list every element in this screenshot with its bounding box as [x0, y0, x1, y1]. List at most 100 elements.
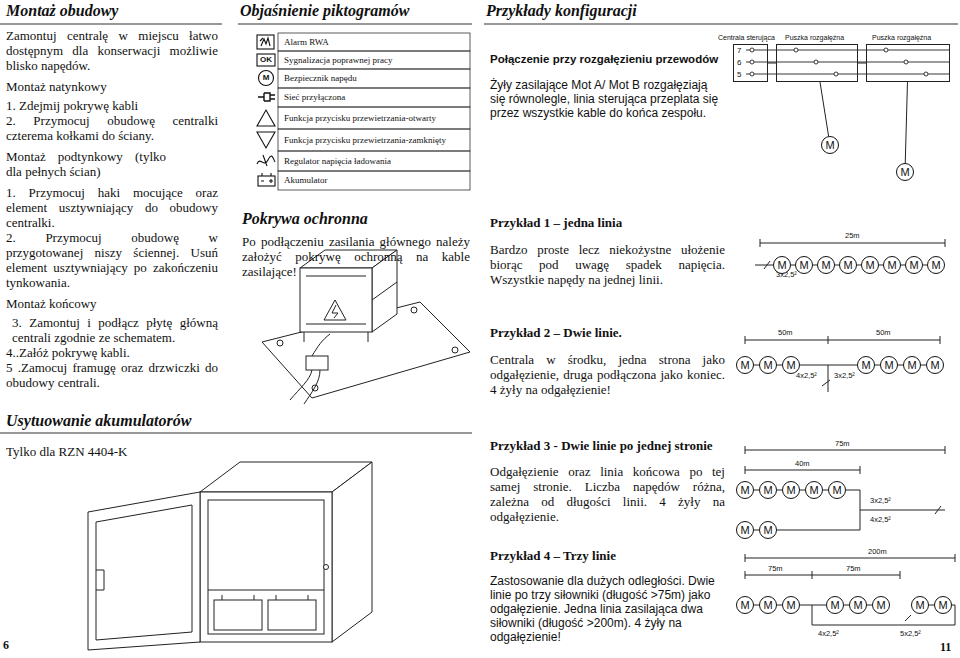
motor-label: M	[786, 485, 795, 496]
pictogram-table-part	[278, 69, 470, 88]
motor-label: M	[887, 260, 896, 271]
terminal-number: 5	[737, 70, 741, 79]
motor-circle: M	[883, 256, 901, 274]
battery-cabinet-illustration-part	[200, 492, 332, 642]
text-label: Bezpiecznik napędu	[284, 73, 357, 84]
battery-cabinet-illustration-part	[324, 565, 329, 570]
dimension-label: 4x2,5²	[796, 371, 817, 380]
motor-label: M	[809, 485, 818, 496]
junction-box: Puszka rozgałęźna	[776, 44, 858, 82]
text-label: Żyły zasilające Mot A/ Mot B rozgałęziaj…	[490, 78, 725, 120]
terminal-wires-part	[750, 60, 754, 64]
pictogram-icons-part	[257, 132, 275, 148]
text-label: Odgałęzienie oraz linia końcowa po tej s…	[490, 464, 725, 524]
transformer-illustration-part	[411, 307, 417, 313]
pictogram-icons-part	[257, 35, 274, 49]
dimension-label: 200m	[868, 547, 887, 556]
motor-label: M	[740, 485, 749, 496]
motor-circle: M	[872, 596, 890, 614]
motor-label: M	[830, 600, 839, 611]
pictogram-table-part	[278, 88, 470, 107]
motor-circle: M	[759, 596, 777, 614]
dimension-label: 75m	[835, 439, 850, 448]
pictogram-icons-part	[257, 155, 275, 166]
motor-circle: M	[782, 356, 800, 374]
pictogram-icons-part	[260, 38, 270, 46]
heading-rule-part	[238, 24, 472, 25]
transformer-illustration-part	[277, 340, 283, 346]
pictogram-table	[278, 33, 470, 190]
section-heading: Przykłady konfiguracji	[486, 2, 637, 20]
battery-cabinet-illustration	[88, 462, 372, 650]
pictogram-table-part	[278, 33, 470, 51]
motor-circle: M	[927, 256, 945, 274]
pictogram-table-part	[278, 151, 470, 171]
pictogram-table-part	[278, 129, 470, 151]
motor-circle: M	[857, 356, 875, 374]
motor-circle: M	[896, 163, 914, 181]
section-heading: Usytuowanie akumulatorów	[6, 412, 191, 430]
dimension-label: 3x2,5²	[834, 371, 855, 380]
text-label: Sygnalizacja poprawnej pracy	[284, 55, 392, 66]
motor-circle: M	[826, 596, 844, 614]
dimension-label: 40m	[795, 459, 810, 468]
motor-circle: M	[736, 521, 754, 539]
dimension-label: 75m	[768, 564, 783, 573]
transformer-illustration-part	[304, 276, 397, 342]
terminal-wires-part	[924, 72, 928, 76]
motor-circle: M	[828, 481, 846, 499]
wire-connector	[820, 82, 829, 136]
text-label: Montaż natynkowy	[6, 79, 218, 94]
example-wiring-part	[745, 336, 940, 344]
motor-label: M	[861, 360, 870, 371]
pictogram-icons-part	[258, 93, 275, 101]
example-wiring-part	[777, 490, 945, 530]
junction-box: Puszka rozgałęźna	[866, 44, 950, 82]
section-heading: Montaż obudowy	[6, 2, 218, 20]
motor-circle: M	[817, 256, 835, 274]
motor-circle: M	[805, 481, 823, 499]
motor-circle: M	[821, 136, 839, 154]
text-label: M	[259, 73, 273, 83]
motor-circle: M	[782, 596, 800, 614]
transformer-illustration-part	[306, 356, 328, 370]
box-heading: Centrala sterująca	[718, 33, 775, 42]
text-label: Przykład 1 – jedna linia	[490, 215, 622, 230]
battery-cabinet-illustration-part	[214, 600, 262, 630]
terminal-wires-part	[814, 60, 818, 64]
text-label: Funkcja przycisku przewietrzania-otwarty	[284, 113, 436, 124]
battery-cabinet-illustration-part	[96, 570, 104, 590]
heading-rule-part	[0, 433, 472, 434]
motor-label: M	[786, 360, 795, 371]
dimension-label: 4x2,5²	[818, 629, 839, 638]
motor-circle: M	[934, 596, 952, 614]
wire-connector	[768, 63, 776, 64]
motor-circle: M	[905, 256, 923, 274]
terminal-wires-part	[750, 72, 754, 76]
text-label: Alarm RWA	[284, 37, 329, 48]
motor-label: M	[763, 360, 772, 371]
terminal-wires-part	[884, 48, 888, 52]
motor-circle: M	[736, 481, 754, 499]
heading-rule	[0, 24, 958, 433]
motor-circle: M	[903, 356, 921, 374]
text-label: Sieć przyłączona	[284, 92, 345, 103]
dimension-label: 3x2,5²	[870, 496, 891, 505]
motor-label: M	[825, 140, 834, 151]
text-label: Przykład 4 – Trzy linie	[490, 548, 616, 563]
junction-box: Centrala sterująca765	[733, 44, 768, 82]
pictogram-icons	[257, 35, 275, 186]
text-label: OK	[257, 55, 275, 65]
pictogram-icons-part	[261, 173, 273, 183]
motor-circle: M	[839, 256, 857, 274]
dimension-label: 50m	[778, 328, 793, 337]
text-label: Połączenie przy rozgałęzieniu przewodów	[490, 52, 718, 66]
motor-label: M	[915, 600, 924, 611]
dimension-label: 4x2,5²	[870, 515, 891, 524]
text-label: 3. Zamontuj i podłącz płytę główną centr…	[6, 315, 218, 345]
dimension-label: 50m	[876, 328, 891, 337]
text-label: Przykład 2 – Dwie linie.	[490, 325, 622, 340]
example-wiring-part	[755, 261, 773, 269]
section-heading: Objaśnienie piktogramów	[240, 2, 409, 20]
motor-circle: M	[782, 481, 800, 499]
